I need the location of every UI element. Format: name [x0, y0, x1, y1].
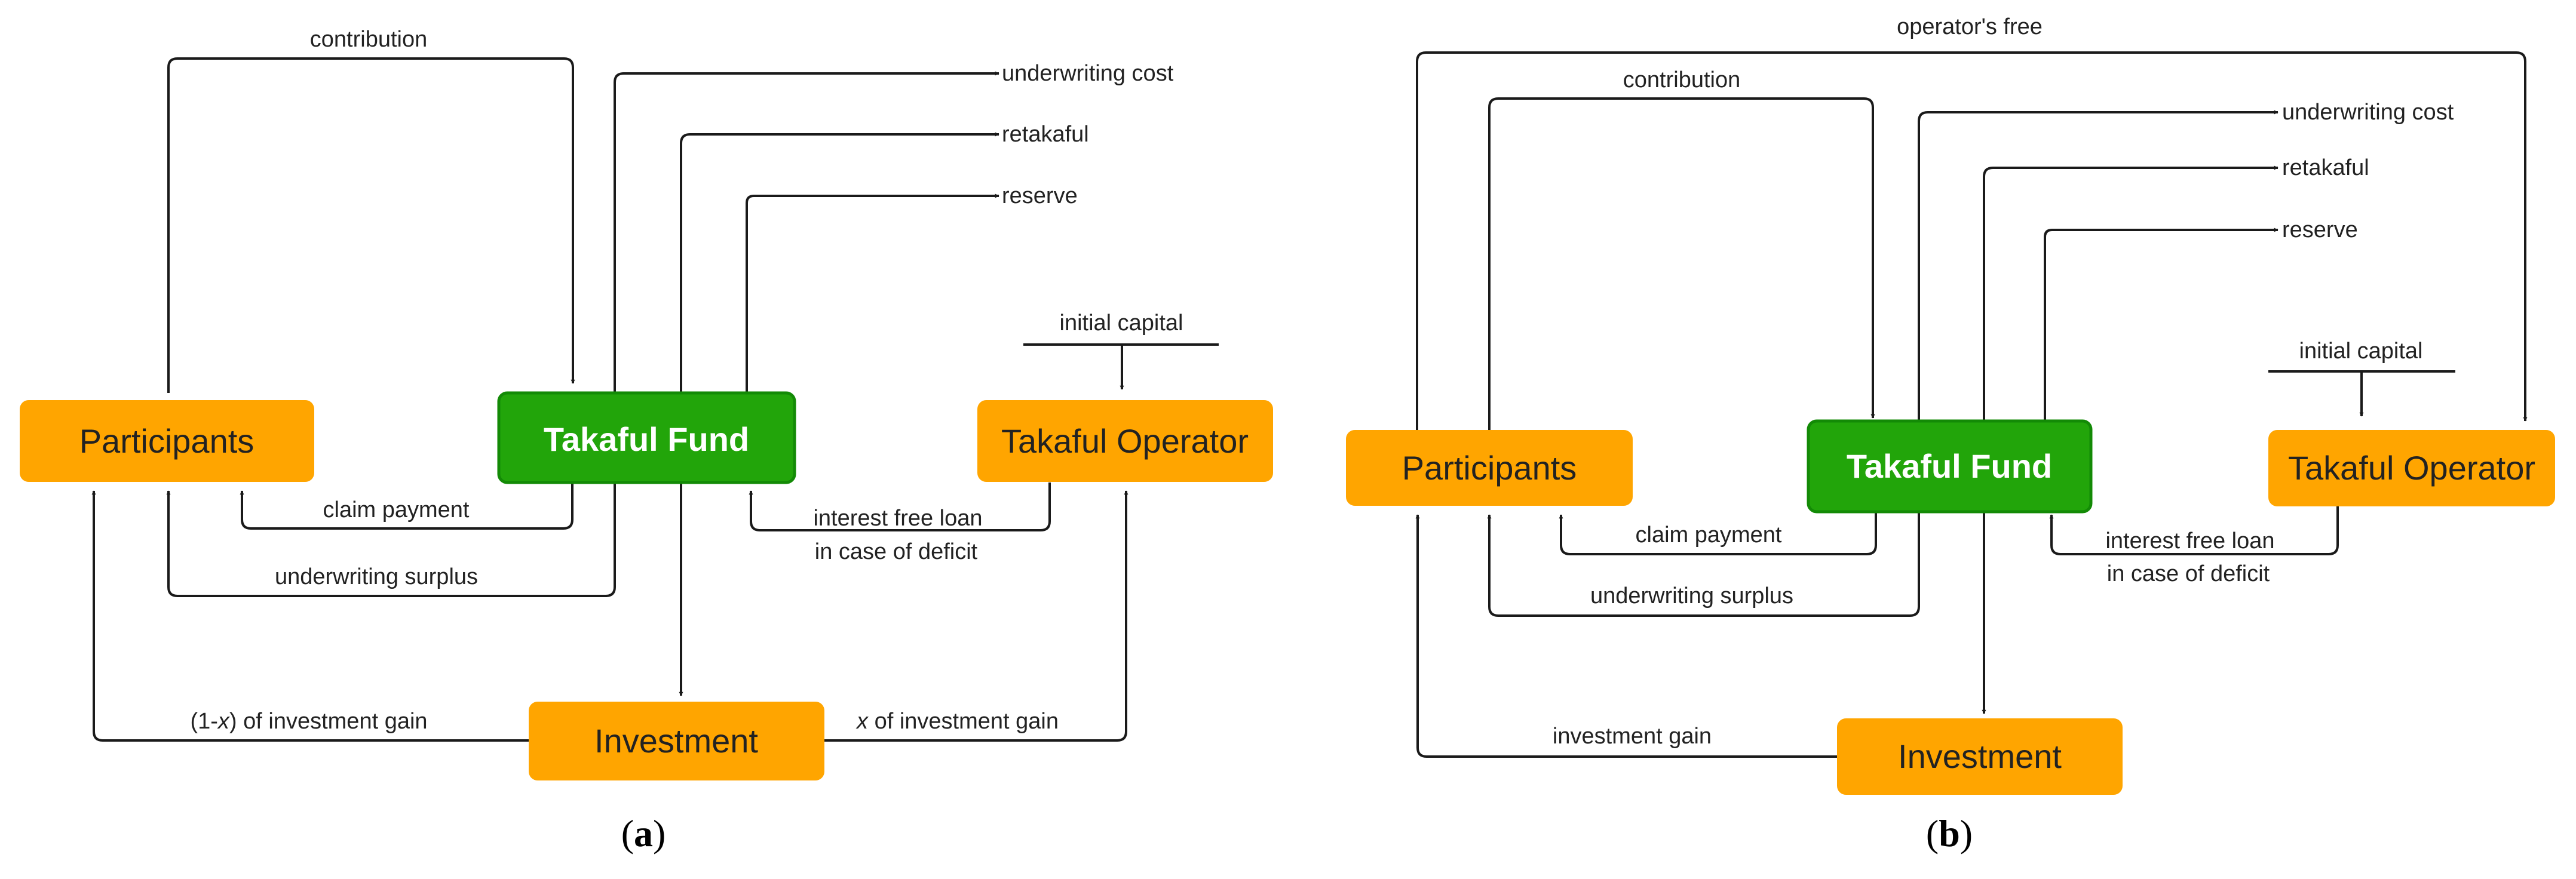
caption-a-close: ) [653, 812, 666, 855]
label-retakaful: retakaful [1002, 122, 1089, 147]
label-reserve-b: reserve [2282, 217, 2358, 242]
label-retakaful-b: retakaful [2282, 155, 2369, 180]
arrow-underwriting-cost-b [1918, 110, 2278, 421]
participants-node-b: Participants [1346, 430, 1633, 506]
arrow-interest-free-loan [749, 482, 1051, 531]
participant-gain-var: x [217, 709, 231, 734]
label-interest-free-loan-b: interest free loan [2105, 528, 2274, 554]
arrow-underwriting-surplus [166, 482, 616, 597]
label-claim-payment-b: claim payment [1636, 523, 1782, 548]
label-underwriting-surplus: underwriting surplus [275, 564, 478, 589]
caption-b-open: ( [1926, 812, 1939, 855]
label-underwriting-cost-b: underwriting cost [2282, 100, 2454, 125]
caption-a: (a) [621, 812, 666, 855]
label-initial-capital: initial capital [1060, 311, 1183, 336]
investment-label: Investment [594, 722, 758, 760]
investment-node: Investment [529, 702, 824, 780]
takaful-operator-label: Takaful Operator [1001, 422, 1249, 460]
label-underwriting-surplus-b: underwriting surplus [1590, 583, 1793, 608]
panel-a: Participants Takaful Fund Takaful Operat… [20, 27, 1273, 855]
arrow-contribution [167, 57, 575, 393]
takaful-fund-label-b: Takaful Fund [1847, 447, 2052, 485]
arrow-reserve-b [2044, 228, 2278, 421]
caption-b-close: ) [1960, 812, 1973, 855]
label-operator-investment-gain: x of investment gain [855, 709, 1059, 734]
takaful-fund-node-b: Takaful Fund [1807, 419, 2093, 514]
label-interest-free-loan: interest free loan [813, 506, 982, 531]
label-initial-capital-b: initial capital [2299, 339, 2423, 364]
arrow-reserve [746, 193, 999, 393]
label-contribution: contribution [310, 27, 427, 52]
operator-gain-suffix: of investment gain [868, 709, 1059, 734]
takaful-operator-label-b: Takaful Operator [2288, 449, 2535, 487]
arrow-claim-payment [240, 482, 574, 530]
caption-a-open: ( [621, 812, 634, 855]
caption-b: (b) [1926, 812, 1973, 855]
arrow-retakaful-b [1983, 165, 2278, 421]
arrow-participant-investment-gain [91, 490, 529, 742]
label-participant-investment-gain: (1-x) of investment gain [190, 709, 427, 734]
participants-label: Participants [79, 422, 254, 460]
caption-b-letter: b [1939, 812, 1960, 855]
label-claim-payment: claim payment [323, 497, 470, 523]
arrow-investment-gain-b [1415, 514, 1837, 758]
label-in-case-of-deficit: in case of deficit [815, 539, 978, 564]
arrow-operators-free [1416, 51, 2528, 430]
label-underwriting-cost: underwriting cost [1002, 61, 1174, 86]
label-contribution-b: contribution [1623, 67, 1740, 93]
label-reserve: reserve [1002, 183, 1078, 208]
arrow-underwriting-surplus-b [1487, 512, 1920, 617]
label-operators-free: operator's free [1897, 14, 2043, 39]
participants-node: Participants [20, 400, 314, 482]
takaful-fund-label: Takaful Fund [544, 420, 749, 458]
takaful-fund-node: Takaful Fund [497, 391, 796, 484]
investment-label-b: Investment [1898, 737, 2062, 775]
panel-b: Participants Takaful Fund Takaful Operat… [1346, 14, 2555, 855]
investment-node-b: Investment [1837, 718, 2123, 795]
operator-gain-var: x [855, 709, 869, 734]
participants-label-b: Participants [1402, 449, 1577, 487]
label-investment-gain-b: investment gain [1553, 724, 1712, 749]
arrow-retakaful [680, 132, 999, 393]
participant-gain-suffix: ) of investment gain [229, 709, 428, 734]
arrow-underwriting-cost [614, 72, 996, 393]
takaful-operator-node: Takaful Operator [977, 400, 1273, 482]
arrow-operator-investment-gain [824, 490, 1128, 742]
label-in-case-of-deficit-b: in case of deficit [2107, 561, 2270, 586]
arrow-interest-free-loan-b [2049, 506, 2339, 555]
arrow-claim-payment-b [1559, 512, 1877, 555]
takaful-operator-node-b: Takaful Operator [2268, 430, 2555, 506]
caption-a-letter: a [634, 812, 653, 855]
participant-gain-prefix: (1- [190, 709, 217, 734]
arrow-contribution-b [1488, 97, 1875, 430]
